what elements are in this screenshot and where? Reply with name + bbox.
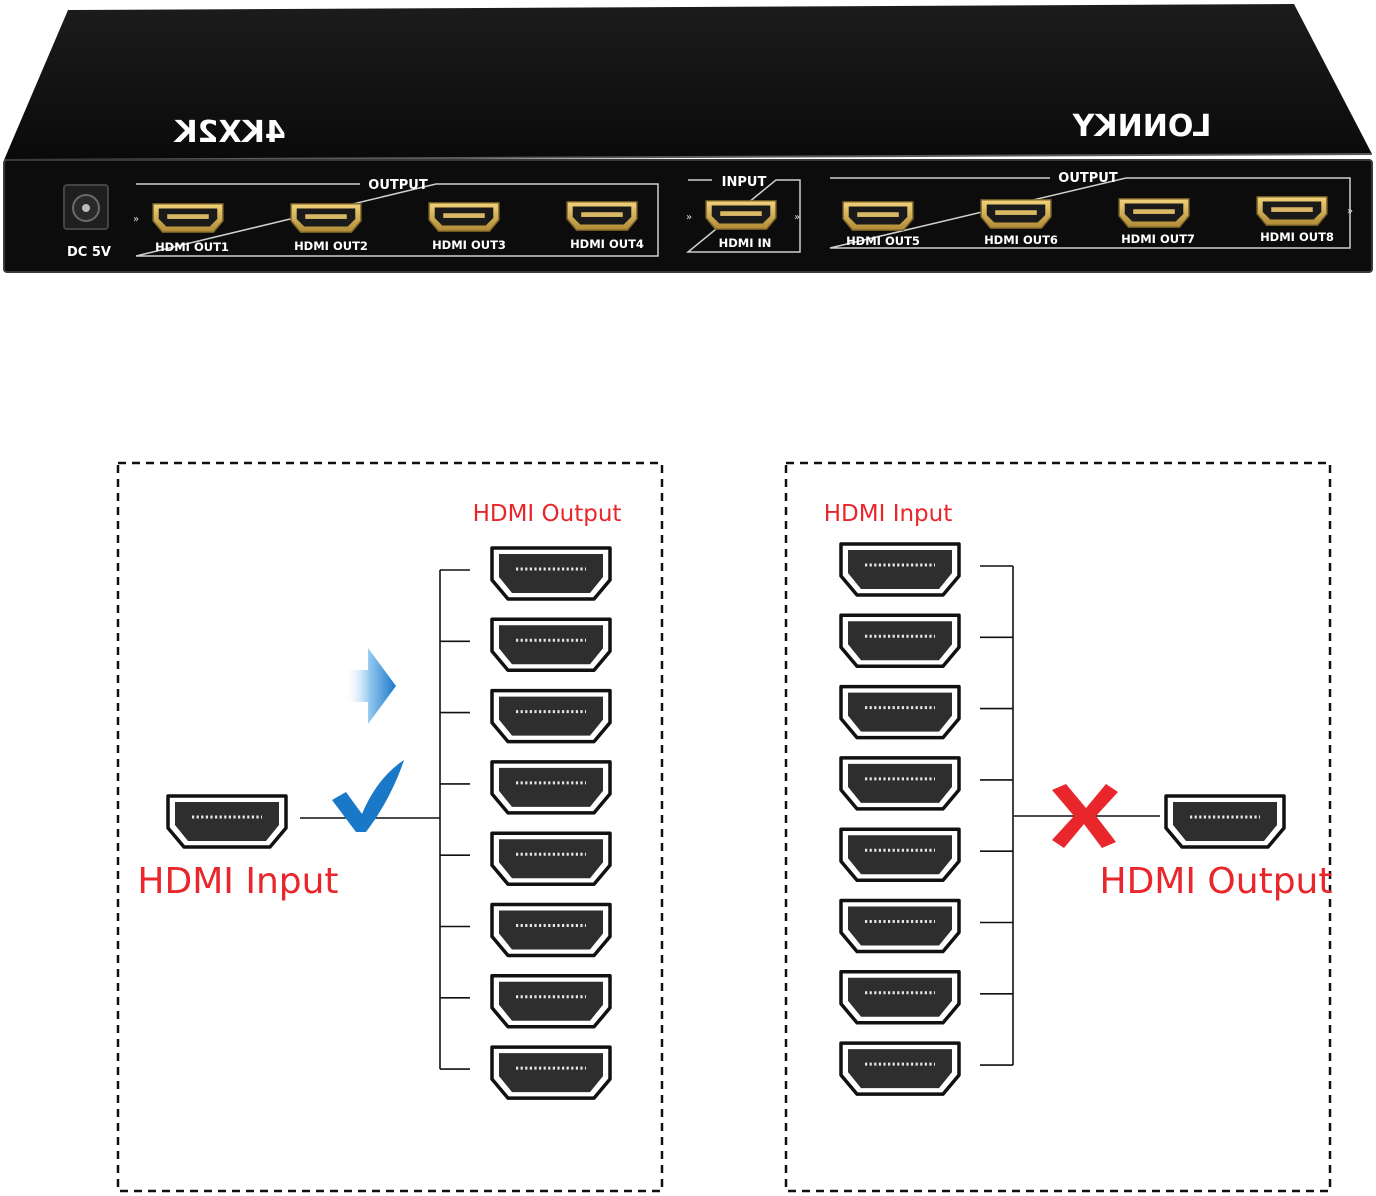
dashed-border (116, 461, 664, 1193)
hdmi-connector-icon (490, 902, 612, 958)
device-top-surface (4, 4, 1372, 160)
device-front-panel (3, 159, 1373, 273)
hdmi-connector-icon (166, 794, 288, 849)
hdmi-out7-port[interactable] (1118, 198, 1190, 228)
hdmi-out2-label: HDMI OUT2 (294, 239, 368, 253)
hdmi-out6-label: HDMI OUT6 (984, 233, 1058, 247)
hdmi-out8-label: HDMI OUT8 (1260, 230, 1334, 244)
direction-arrow-icon: » (133, 214, 139, 225)
output-group-label: OUTPUT (1058, 171, 1118, 186)
input-group-label: INPUT (722, 175, 767, 190)
hdmi-connector-icon (839, 542, 961, 597)
hdmi-out5-label: HDMI OUT5 (846, 234, 920, 248)
hdmi-connector-icon (839, 613, 961, 669)
direction-arrow-icon: » (794, 212, 800, 223)
hdmi-connector-icon (839, 684, 961, 740)
hdmi-connector-icon (839, 1041, 961, 1096)
hdmi-connector-icon (490, 546, 612, 601)
output-port-stack (439, 546, 612, 1100)
output-group-right: OUTPUT » HDMI OUT5 HDMI OUT6 HDMI OUT7 H… (829, 171, 1353, 249)
arrow-right-icon (344, 648, 396, 724)
hdmi-connector-icon (839, 756, 961, 811)
ports-title: HDMI Output (473, 501, 622, 527)
hdmi-out3-port[interactable] (428, 202, 500, 232)
hdmi-connector-icon (839, 827, 961, 882)
diagram-invalid-panel: HDMI Input HDMI Output (784, 461, 1333, 1193)
hdmi-connector-icon (490, 974, 612, 1029)
hdmi-out2-port[interactable] (290, 203, 362, 233)
hdmi-connector-icon (490, 688, 612, 744)
output-group-left: OUTPUT » HDMI OUT1 HDMI OUT2 HDMI OUT3 H… (133, 178, 659, 257)
hdmi-out4-port[interactable] (566, 201, 638, 231)
hdmi-out8-port[interactable] (1256, 196, 1328, 226)
check-icon (332, 760, 404, 832)
dashed-border (784, 461, 1332, 1193)
hdmi-connector-icon (490, 617, 612, 673)
hdmi-out3-label: HDMI OUT3 (432, 238, 506, 252)
direction-arrow-icon: » (686, 212, 692, 223)
hdmi-connector-icon (490, 760, 612, 815)
single-input-connector (166, 794, 288, 849)
splitter-device: 4KX2K LONNKY DC 5V OUTPUT » HDMI OUT1 HD… (3, 4, 1373, 273)
direction-arrow-icon: » (1347, 206, 1353, 217)
hdmi-in-label: HDMI IN (719, 236, 772, 250)
hdmi-connector-icon (1164, 794, 1286, 849)
cross-icon (1052, 784, 1118, 848)
ports-title: HDMI Input (824, 501, 953, 527)
brand-logo: LONNKY (1071, 109, 1211, 144)
hdmi-out1-label: HDMI OUT1 (155, 240, 229, 254)
power-label: DC 5V (67, 245, 111, 260)
hdmi-in-port[interactable] (705, 200, 777, 230)
single-output-connector (1164, 794, 1286, 849)
hdmi-out5-port[interactable] (842, 201, 914, 231)
output-group-label: OUTPUT (368, 178, 428, 193)
single-port-label: HDMI Output (1100, 861, 1333, 902)
hdmi-out6-port[interactable] (980, 199, 1052, 229)
diagram-valid-panel: HDMI Output HDMI Input (116, 461, 664, 1193)
hdmi-connector-icon (839, 970, 961, 1025)
hdmi-connector-icon (839, 898, 961, 954)
input-port-stack (839, 542, 1014, 1096)
input-group: INPUT » » HDMI IN (685, 175, 801, 253)
resolution-mark: 4KX2K (173, 115, 286, 150)
dc-power-jack[interactable] (63, 184, 109, 230)
hdmi-out1-port[interactable] (152, 203, 224, 233)
hdmi-connector-icon (490, 831, 612, 886)
hdmi-out4-label: HDMI OUT4 (570, 237, 644, 251)
single-port-label: HDMI Input (137, 861, 338, 902)
hdmi-out7-label: HDMI OUT7 (1121, 232, 1195, 246)
hdmi-connector-icon (490, 1045, 612, 1100)
